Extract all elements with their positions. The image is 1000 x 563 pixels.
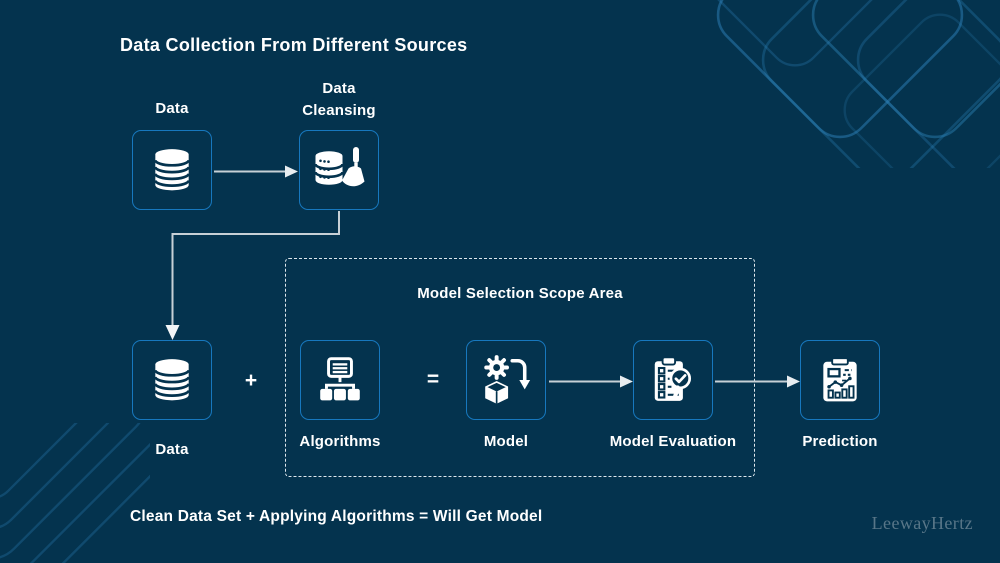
data-cleansing-label-line1: Data <box>322 80 356 97</box>
checklist-magnifier-icon <box>654 356 692 401</box>
arrow-cleansing-to-clean-data <box>165 211 340 340</box>
node-data-source <box>132 130 212 210</box>
corner-pattern-top-right-decoration <box>698 0 1000 168</box>
corner-pattern-bottom-left-decoration <box>0 423 150 563</box>
prediction-label: Prediction <box>802 433 878 450</box>
arrow-data-to-cleansing <box>214 165 298 178</box>
data-source-label: Data <box>155 100 189 117</box>
equals-operator: = <box>426 368 440 391</box>
report-chart-icon <box>823 357 857 402</box>
node-clean-data <box>132 340 212 420</box>
algorithms-label: Algorithms <box>299 433 381 450</box>
plus-operator: + <box>244 369 258 392</box>
arrow-evaluation-to-prediction <box>715 375 800 388</box>
algorithm-tree-icon <box>320 357 360 401</box>
node-model <box>466 340 546 420</box>
database-icon <box>153 149 191 191</box>
clean-data-label: Data <box>155 441 189 458</box>
node-data-cleansing <box>299 130 379 210</box>
node-model-evaluation <box>633 340 713 420</box>
node-algorithms <box>300 340 380 420</box>
model-label: Model <box>483 433 529 450</box>
model-selection-scope-box <box>285 258 755 477</box>
model-evaluation-label: Model Evaluation <box>609 433 737 450</box>
node-prediction <box>800 340 880 420</box>
leewayhertz-watermark: LeewayHertz <box>871 513 973 533</box>
database-icon <box>153 359 191 401</box>
gear-box-icon <box>484 355 531 404</box>
data-cleansing-label-line2: Cleansing <box>302 102 376 119</box>
formula-caption: Clean Data Set + Applying Algorithms = W… <box>130 508 543 525</box>
arrow-model-to-evaluation <box>549 375 633 388</box>
model-selection-scope-label: Model Selection Scope Area <box>417 285 623 302</box>
data-cleansing-label: Data Cleansing <box>287 78 391 122</box>
page-title: Data Collection From Different Sources <box>120 35 468 55</box>
database-broom-icon <box>314 147 365 187</box>
